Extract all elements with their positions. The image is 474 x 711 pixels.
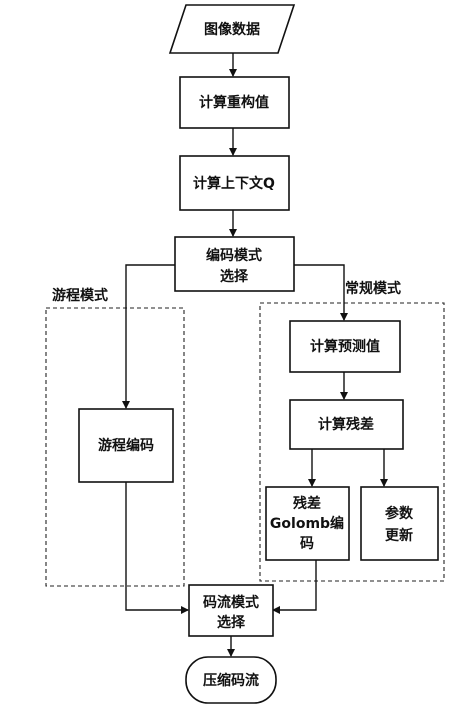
- svg-text:更新: 更新: [385, 527, 413, 544]
- compute-reconstruct-node: 计算重构值: [179, 76, 290, 129]
- svg-text:压缩码流: 压缩码流: [203, 672, 259, 689]
- svg-text:选择: 选择: [217, 614, 246, 631]
- compute-predict-node: 计算预测值: [289, 320, 401, 373]
- svg-text:残差: 残差: [293, 495, 321, 512]
- connectors: [122, 53, 388, 657]
- compute-residual-node: 计算残差: [289, 399, 404, 450]
- svg-text:计算预测值: 计算预测值: [310, 338, 380, 355]
- mode-select-node: 编码模式 选择: [174, 236, 295, 292]
- svg-text:参数: 参数: [385, 505, 414, 522]
- compute-context-node: 计算上下文Q: [179, 155, 290, 211]
- svg-text:图像数据: 图像数据: [204, 21, 260, 38]
- svg-text:计算残差: 计算残差: [318, 416, 374, 433]
- regular-mode-label: 常规模式: [345, 280, 401, 297]
- svg-text:游程编码: 游程编码: [98, 437, 154, 454]
- param-update-node: 参数 更新: [360, 486, 439, 561]
- svg-text:码: 码: [300, 536, 314, 552]
- svg-text:编码模式: 编码模式: [206, 247, 262, 264]
- image-data-node: 图像数据: [168, 4, 296, 54]
- stream-select-node: 码流模式 选择: [188, 584, 274, 637]
- run-mode-label: 游程模式: [52, 287, 108, 304]
- svg-text:计算重构值: 计算重构值: [199, 94, 269, 111]
- svg-text:选择: 选择: [220, 268, 249, 285]
- regular-mode-region: [259, 302, 445, 582]
- svg-text:计算上下文Q: 计算上下文Q: [193, 175, 275, 192]
- run-encode-node: 游程编码: [78, 408, 174, 483]
- run-mode-region: [45, 307, 185, 587]
- svg-text:Golomb编: Golomb编: [270, 515, 344, 532]
- compressed-stream-node: 压缩码流: [185, 656, 277, 704]
- residual-golomb-node: 残差 Golomb编 码: [265, 486, 350, 561]
- svg-text:码流模式: 码流模式: [203, 594, 259, 611]
